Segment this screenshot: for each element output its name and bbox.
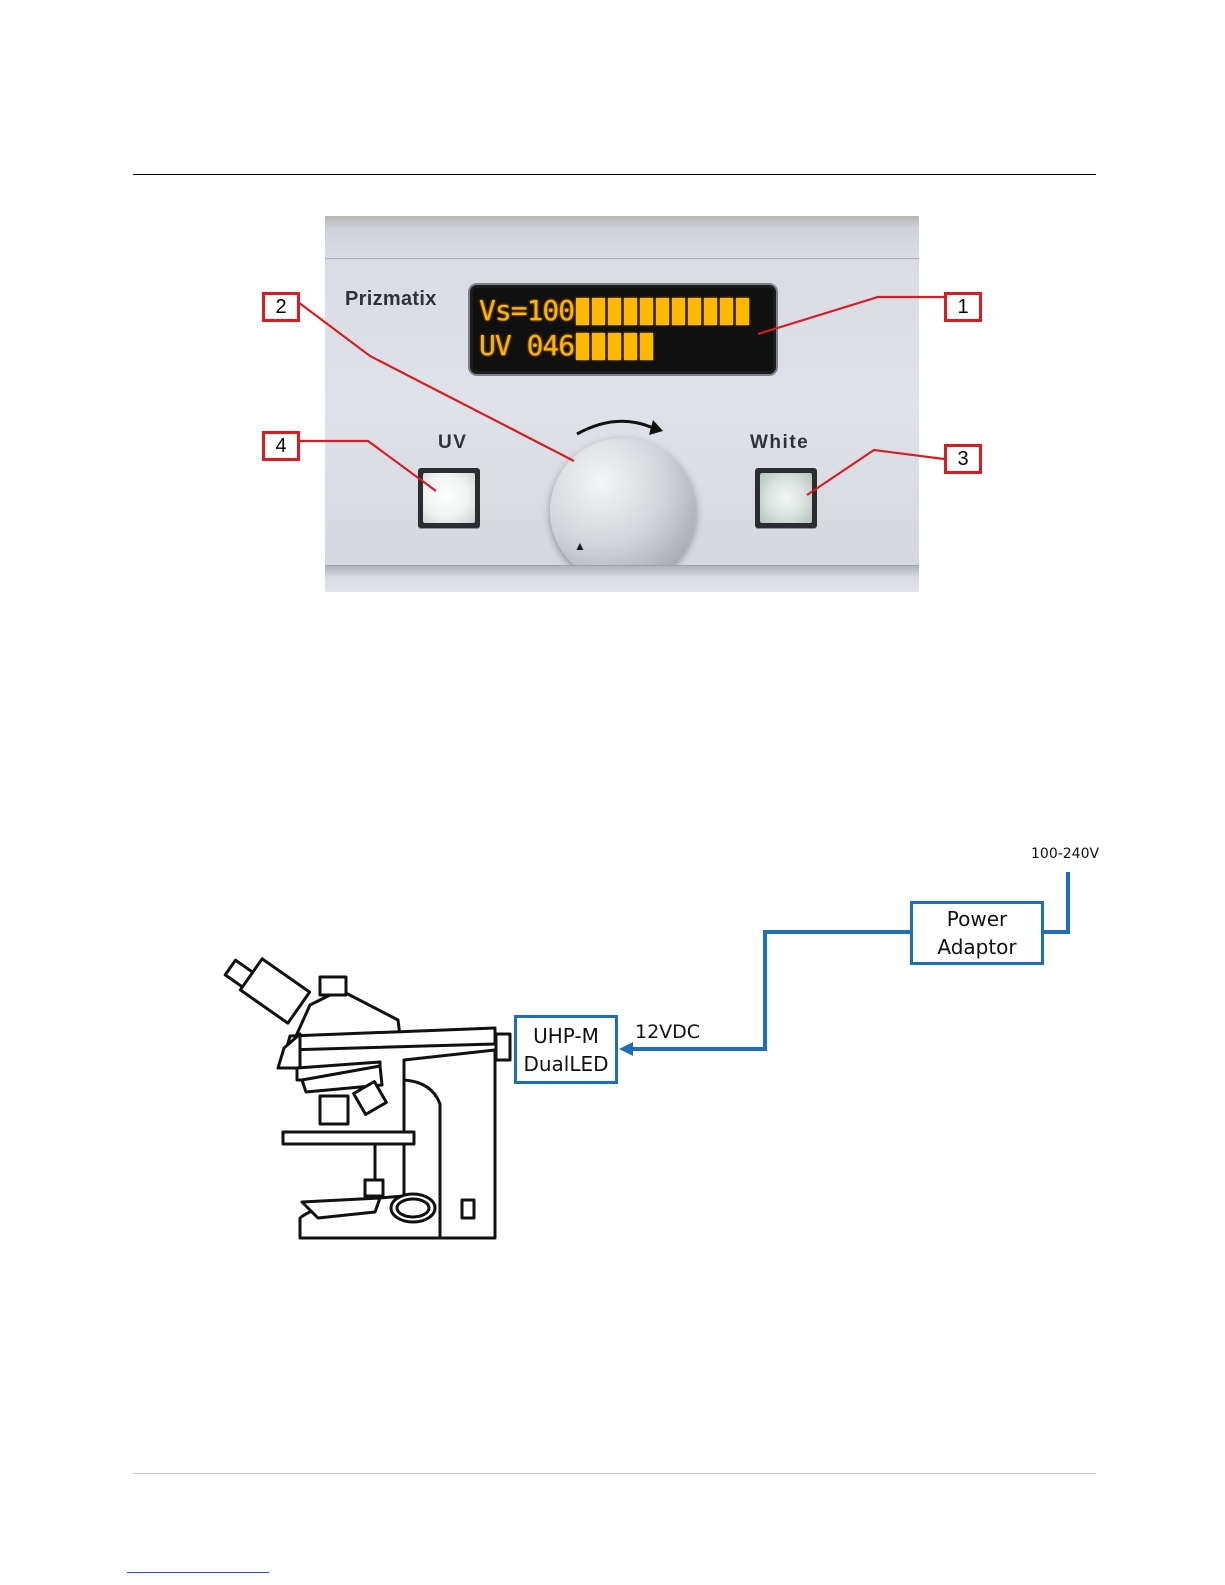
- dc-arrow-icon: [619, 1042, 633, 1056]
- power-adaptor-box: Power Adaptor: [910, 901, 1044, 965]
- footer-link-underline[interactable]: [127, 1572, 269, 1573]
- footer-rule: [133, 1473, 1096, 1474]
- dual-led-box: UHP-M DualLED: [514, 1015, 618, 1084]
- wiring-diagram: [0, 0, 1225, 1300]
- dual-led-line-2: DualLED: [523, 1050, 608, 1078]
- power-adaptor-line-1: Power: [947, 905, 1007, 933]
- microscope-drawing: [225, 959, 510, 1238]
- power-adaptor-line-2: Adaptor: [937, 933, 1016, 961]
- dual-led-line-1: UHP-M: [533, 1022, 599, 1050]
- mains-voltage-label: 100-240V: [1031, 846, 1099, 862]
- dc-voltage-label: 12VDC: [635, 1021, 700, 1043]
